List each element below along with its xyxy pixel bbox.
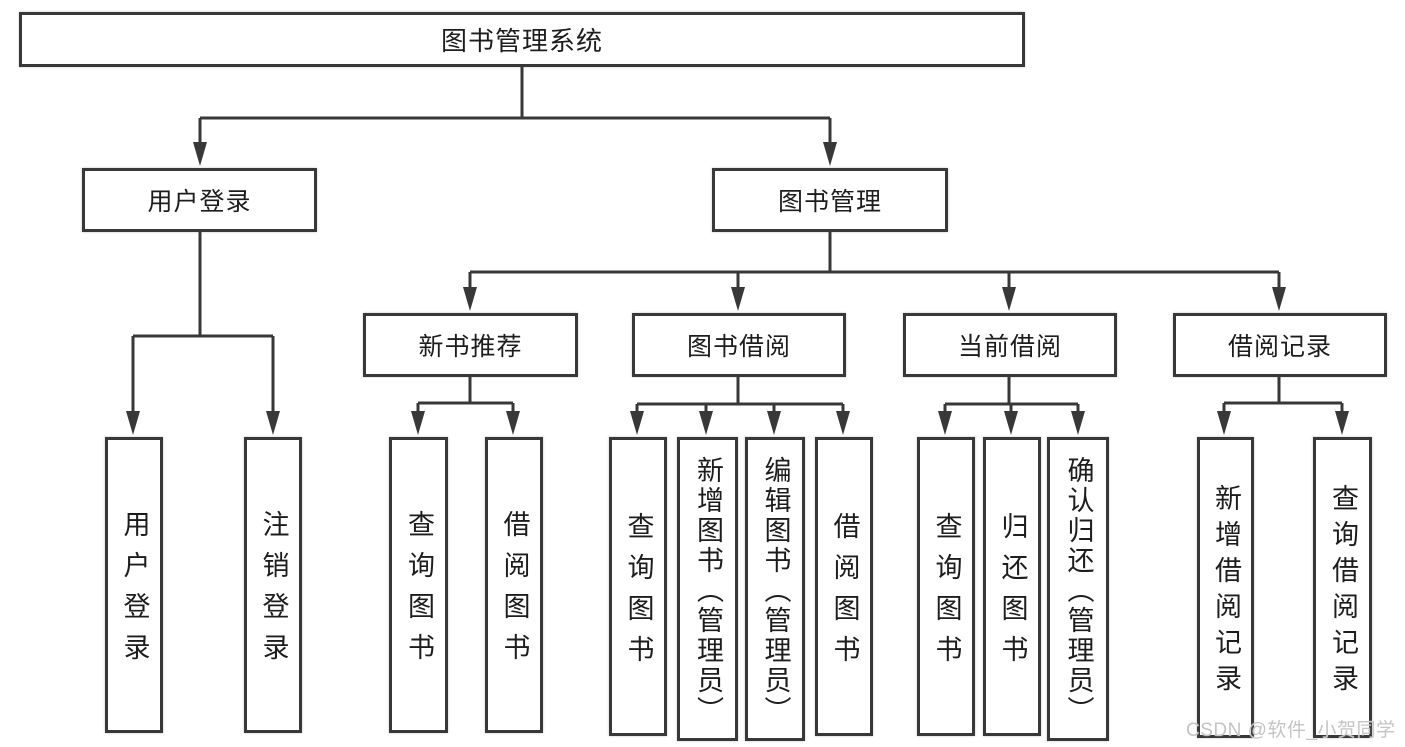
arrow-down-icon xyxy=(699,411,713,435)
leaf-label: 编辑图书（管理员） xyxy=(760,455,791,726)
node-user-login: 用户登录 xyxy=(82,168,317,232)
node-current-borrow: 当前借阅 xyxy=(903,313,1117,377)
leaf-return-book: 归还图书 xyxy=(983,437,1041,736)
connector-user-login-children xyxy=(131,232,275,415)
arrow-down-icon xyxy=(266,411,280,435)
arrow-down-icon xyxy=(463,287,477,311)
arrow-down-icon xyxy=(126,411,140,435)
leaf-label: 确认归还（管理员） xyxy=(1063,455,1094,726)
leaf-add-borrow-record: 新增借阅记录 xyxy=(1197,437,1254,738)
leaf-label: 借阅图书 xyxy=(829,511,860,676)
leaf-label: 查询图书 xyxy=(931,511,962,676)
node-book-borrow: 图书借阅 xyxy=(632,313,846,377)
arrow-down-icon xyxy=(731,287,745,311)
connector-current-borrow-children xyxy=(943,377,1080,415)
arrow-down-icon xyxy=(1071,411,1085,435)
csdn-watermark: CSDN @软件_小贺同学 xyxy=(1186,720,1396,741)
arrow-down-icon xyxy=(630,411,644,435)
arrow-down-icon xyxy=(411,411,425,435)
leaf-query-borrow-record: 查询借阅记录 xyxy=(1313,437,1372,738)
node-label: 用户登录 xyxy=(147,188,252,216)
arrow-down-icon xyxy=(767,411,781,435)
arrow-down-icon xyxy=(506,411,520,435)
leaf-label: 查询借阅记录 xyxy=(1328,484,1358,700)
leaf-query-books: 查询图书 xyxy=(389,437,448,733)
connector-new-book-children xyxy=(416,377,515,415)
leaf-add-book-admin: 新增图书（管理员） xyxy=(677,437,738,741)
leaf-label: 注销登录 xyxy=(258,510,289,674)
connector-borrow-records-children xyxy=(1222,377,1344,415)
leaf-label: 归还图书 xyxy=(997,511,1028,676)
arrow-down-icon xyxy=(938,411,952,435)
arrow-down-icon xyxy=(193,142,207,166)
connector-book-borrow-children xyxy=(635,377,845,415)
node-label: 图书借阅 xyxy=(686,333,791,361)
node-label: 当前借阅 xyxy=(957,333,1062,361)
leaf-logout: 注销登录 xyxy=(244,437,302,733)
leaf-edit-book-admin: 编辑图书（管理员） xyxy=(745,437,805,741)
arrow-down-icon xyxy=(1272,287,1286,311)
node-root-library-system: 图书管理系统 xyxy=(19,12,1025,67)
leaf-user-login: 用户登录 xyxy=(105,437,163,733)
leaf-label: 借阅图书 xyxy=(499,510,530,674)
arrow-down-icon xyxy=(1002,287,1016,311)
node-label: 图书管理 xyxy=(777,188,882,216)
leaf-label: 查询图书 xyxy=(623,511,654,676)
node-label: 借阅记录 xyxy=(1227,333,1332,361)
leaf-borrow-books: 借阅图书 xyxy=(485,437,543,733)
connector-root-to-level2 xyxy=(198,67,832,146)
node-borrow-records: 借阅记录 xyxy=(1173,313,1387,377)
leaf-borrow-books: 借阅图书 xyxy=(815,437,873,736)
node-label: 图书管理系统 xyxy=(440,26,603,56)
arrow-down-icon xyxy=(1004,411,1018,435)
arrow-down-icon xyxy=(1335,411,1349,435)
leaf-query-books: 查询图书 xyxy=(609,437,667,736)
arrow-down-icon xyxy=(823,142,837,166)
node-book-management: 图书管理 xyxy=(712,168,948,232)
leaf-label: 新增图书（管理员） xyxy=(693,455,723,726)
leaf-label: 查询图书 xyxy=(404,510,434,674)
leaf-confirm-return-admin: 确认归还（管理员） xyxy=(1047,437,1109,741)
leaf-query-books: 查询图书 xyxy=(917,437,975,736)
node-label: 新书推荐 xyxy=(418,333,523,361)
connector-book-management-children xyxy=(468,232,1281,291)
arrow-down-icon xyxy=(1217,411,1231,435)
leaf-label: 用户登录 xyxy=(119,510,150,674)
leaf-label: 新增借阅记录 xyxy=(1211,484,1241,700)
node-new-book-recommend: 新书推荐 xyxy=(363,313,578,377)
arrow-down-icon xyxy=(836,411,850,435)
